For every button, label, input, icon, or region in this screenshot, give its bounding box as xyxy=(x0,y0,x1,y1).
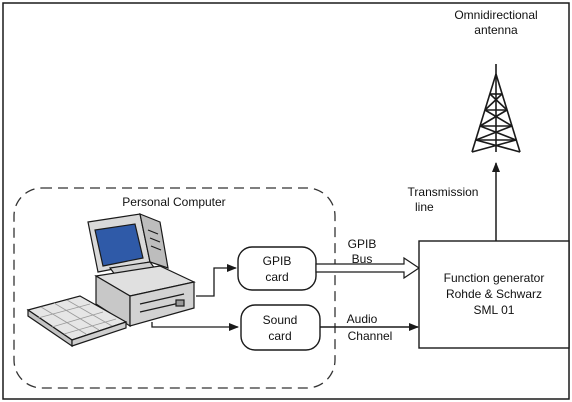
audio-label-2: Channel xyxy=(348,329,393,343)
function-generator-label-2: Rohde & Schwarz xyxy=(446,287,542,301)
sound-card-label-2: card xyxy=(268,329,291,343)
pc-title: Personal Computer xyxy=(122,195,225,209)
antenna-label-1: Omnidirectional xyxy=(454,8,537,22)
gpib-bus-label-1: GPIB xyxy=(348,237,377,251)
sound-card-label-1: Sound xyxy=(263,313,298,327)
sound-card-box xyxy=(240,304,321,351)
gpib-bus-label-2: Bus xyxy=(352,252,373,266)
pc-to-gpib-connector xyxy=(196,264,237,297)
gpib-bus-arrow xyxy=(315,256,421,280)
function-generator-label-3: SML 01 xyxy=(474,303,515,317)
gpib-card-label-2: card xyxy=(265,270,288,284)
transmission-label-1: Transmission xyxy=(408,185,479,199)
gpib-card-label-1: GPIB xyxy=(263,254,292,268)
antenna-label-2: antenna xyxy=(474,23,518,37)
function-generator-box xyxy=(418,240,570,349)
computer-icon xyxy=(26,213,196,348)
transmission-label-2: line xyxy=(415,200,434,214)
pc-boundary xyxy=(13,187,336,389)
audio-label-1: Audio xyxy=(347,312,378,326)
antenna-icon xyxy=(471,64,521,153)
pc-to-sound-connector xyxy=(151,322,239,331)
function-generator-label-1: Function generator xyxy=(444,271,545,285)
